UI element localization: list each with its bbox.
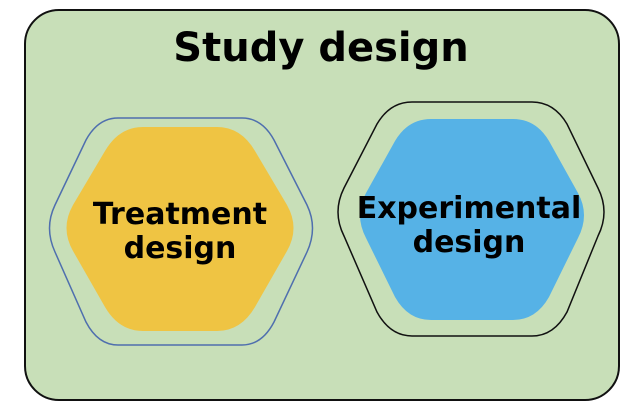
experimental-design-outline [337, 101, 605, 337]
treatment-design-label: Treatment design [92, 197, 268, 266]
experimental-design-label: Experimental design [356, 191, 582, 260]
experimental-design-hexagon [360, 119, 584, 320]
diagram-title: Study design [173, 25, 469, 71]
treatment-design-hexagon [66, 127, 294, 331]
treatment-design-outline [48, 117, 314, 346]
